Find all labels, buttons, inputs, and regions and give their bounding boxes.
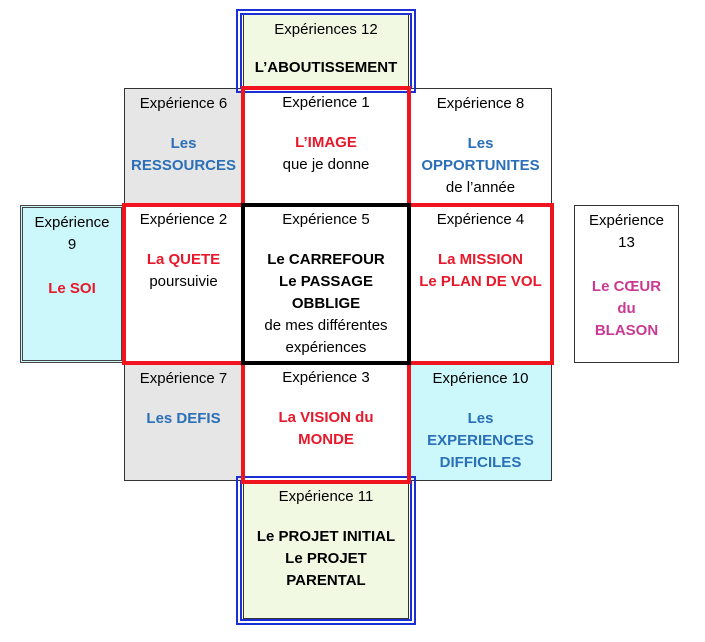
cell-text: OBBLIGE (291, 295, 361, 312)
cell-text: Le PASSAGE (279, 273, 373, 290)
cell-text: Les (170, 135, 197, 152)
cell-experience-7: Expérience 7 Les DEFIS (124, 363, 243, 481)
cell-heading: Expérience 10 (432, 370, 529, 387)
cell-text: de mes différentes (264, 317, 388, 334)
cell-experience-9: Expérience 9 Le SOI (20, 205, 124, 363)
cell-heading: 13 (618, 234, 635, 251)
cell-heading: Expérience 5 (282, 211, 370, 228)
cell-text: La QUETE (146, 251, 221, 268)
cell-heading: Expérience 2 (139, 211, 228, 228)
cell-text: Le PROJET (285, 550, 367, 567)
cell-text: DIFFICILES (439, 454, 522, 471)
cell-heading: Expérience (34, 214, 110, 231)
cell-heading: Expérience 4 (436, 211, 525, 228)
cell-heading: Expérience 11 (278, 488, 374, 505)
cell-experience-13: Expérience 13 Le CŒUR du BLASON (574, 205, 679, 363)
cell-text: que je donne (282, 156, 370, 173)
cell-heading: Expérience (588, 212, 665, 229)
cell-text: L’ABOUTISSEMENT (254, 59, 398, 76)
cell-heading: Expérience 1 (282, 94, 370, 111)
cell-experience-5: Expérience 5 Le CARREFOUR Le PASSAGE OBB… (243, 205, 409, 363)
cell-text: EXPERIENCES (427, 432, 534, 449)
cell-text: La MISSION (437, 251, 523, 268)
cell-heading: Expérience 3 (282, 369, 370, 386)
cell-experience-11: Expérience 11 Le PROJET INITIAL Le PROJE… (243, 481, 409, 619)
cell-text: MONDE (298, 431, 354, 448)
cell-heading: Expériences 12 (274, 21, 378, 38)
cell-text: PARENTAL (286, 572, 366, 589)
cell-experience-10: Expérience 10 Les EXPERIENCES DIFFICILES (409, 363, 552, 481)
cell-text: RESSOURCES (130, 157, 237, 174)
cell-experience-4: Expérience 4 La MISSION Le PLAN DE VOL (409, 205, 552, 363)
cell-heading: Expérience 8 (436, 95, 525, 112)
cell-heading: Expérience 7 (139, 370, 228, 387)
cell-text: poursuivie (149, 273, 218, 290)
cell-text: Les (467, 410, 494, 427)
cell-text: OPPORTUNITES (421, 157, 540, 174)
cell-text: Les (467, 135, 494, 152)
cell-heading: 9 (67, 236, 77, 253)
cell-experience-8: Expérience 8 Les OPPORTUNITES de l’année (409, 88, 552, 205)
cell-experience-12: Expériences 12 L’ABOUTISSEMENT (243, 14, 409, 88)
cell-text: BLASON (594, 322, 659, 339)
cell-text: Le SOI (48, 280, 96, 297)
cell-text: de l’année (445, 179, 516, 196)
cell-text: Le PROJET INITIAL (256, 528, 396, 545)
cell-text: La VISION du (278, 409, 374, 426)
cell-experience-1: Expérience 1 L’IMAGE que je donne (243, 88, 409, 205)
cell-experience-6: Expérience 6 Les RESSOURCES (124, 88, 243, 205)
cell-text: Les DEFIS (146, 410, 221, 427)
cell-text: du (617, 300, 636, 317)
cell-experience-2: Expérience 2 La QUETE poursuivie (124, 205, 243, 363)
cell-text: Le PLAN DE VOL (419, 273, 542, 290)
cell-text: Le CARREFOUR (267, 251, 385, 268)
cell-text: L’IMAGE (295, 134, 357, 151)
cell-experience-3: Expérience 3 La VISION du MONDE (243, 363, 409, 481)
cell-text: expériences (285, 339, 367, 356)
cell-heading: Expérience 6 (139, 95, 228, 112)
cell-text: Le CŒUR (591, 278, 662, 295)
